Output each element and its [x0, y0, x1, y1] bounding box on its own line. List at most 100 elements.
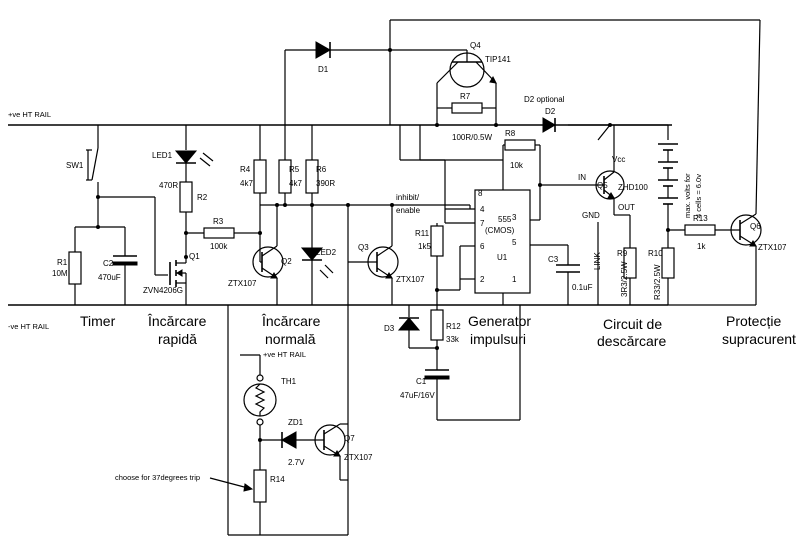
- r8-resistor: [504, 139, 536, 151]
- r14-resistor: [253, 469, 267, 503]
- r2-resistor: [179, 181, 193, 213]
- negative-rail-label: -ve HT RAIL: [8, 322, 49, 331]
- svg-text:R10: R10: [648, 249, 663, 258]
- svg-text:4: 4: [480, 205, 485, 214]
- r11-resistor: [430, 225, 444, 257]
- d1-diode: [315, 41, 332, 59]
- svg-text:ZTX107: ZTX107: [344, 453, 373, 462]
- svg-text:4k7: 4k7: [289, 179, 302, 188]
- svg-text:OUT: OUT: [618, 203, 635, 212]
- svg-text:7: 7: [480, 219, 485, 228]
- svg-text:U1: U1: [497, 253, 508, 262]
- svg-text:TH1: TH1: [281, 377, 297, 386]
- svg-text:Q4: Q4: [470, 41, 481, 50]
- svg-text:100R/0.5W: 100R/0.5W: [452, 133, 492, 142]
- svg-text:10k: 10k: [510, 161, 524, 170]
- d2-diode: [542, 117, 556, 133]
- svg-text:LED2: LED2: [316, 248, 337, 257]
- generator-title-2: impulsuri: [470, 331, 526, 347]
- svg-text:D2 optional: D2 optional: [524, 95, 565, 104]
- zd1-zener: [280, 431, 297, 449]
- svg-text:ZTX107: ZTX107: [228, 279, 257, 288]
- svg-text:enable: enable: [396, 206, 421, 215]
- r12-resistor: [430, 309, 444, 341]
- r1-resistor: [68, 251, 82, 285]
- generator-title-1: Generator: [468, 313, 531, 329]
- svg-text:R1: R1: [57, 258, 68, 267]
- svg-text:3: 3: [512, 213, 517, 222]
- discharge-title-2: descărcare: [597, 333, 666, 349]
- r13-resistor: [684, 224, 716, 236]
- svg-text:D2: D2: [545, 107, 556, 116]
- svg-text:C2: C2: [103, 259, 114, 268]
- q6-transistor: [730, 214, 762, 246]
- c1-capacitor: [424, 375, 450, 380]
- svg-text:inhibit/: inhibit/: [396, 193, 420, 202]
- svg-text:choose for 37degrees trip: choose for 37degrees trip: [115, 473, 200, 482]
- svg-text:R3: R3: [213, 217, 224, 226]
- svg-text:R6: R6: [316, 165, 327, 174]
- r10-resistor: [661, 247, 675, 279]
- c2-capacitor: [112, 261, 138, 266]
- link-label: LINK: [593, 252, 602, 270]
- svg-text:R5: R5: [289, 165, 300, 174]
- fast-title-1: Încărcare: [147, 313, 207, 329]
- svg-text:10M: 10M: [52, 269, 68, 278]
- svg-text:4 cells = 6.0v: 4 cells = 6.0v: [694, 174, 703, 218]
- svg-text:+ve HT RAIL: +ve HT RAIL: [263, 350, 306, 359]
- svg-text:Q2: Q2: [281, 257, 292, 266]
- svg-text:D1: D1: [318, 65, 329, 74]
- svg-text:Vcc: Vcc: [612, 155, 625, 164]
- r3-resistor: [203, 227, 235, 239]
- protection-title-2: supracurent: [722, 331, 796, 347]
- svg-text:Q7: Q7: [344, 434, 355, 443]
- svg-text:R11: R11: [415, 229, 430, 238]
- svg-text:R7: R7: [460, 92, 471, 101]
- q2-transistor: [252, 246, 284, 278]
- svg-text:555: 555: [498, 215, 512, 224]
- svg-text:R12: R12: [446, 322, 461, 331]
- normal-title-2: normală: [265, 331, 316, 347]
- protection-title-1: Protecție: [726, 313, 781, 329]
- svg-text:470uF: 470uF: [98, 273, 121, 282]
- led1-diode: [174, 150, 198, 164]
- svg-text:R2: R2: [197, 193, 208, 202]
- svg-text:R13: R13: [693, 214, 708, 223]
- svg-text:47uF/16V: 47uF/16V: [400, 391, 435, 400]
- svg-text:ZHD100: ZHD100: [618, 183, 648, 192]
- svg-text:IN: IN: [578, 173, 586, 182]
- svg-text:6: 6: [480, 242, 485, 251]
- svg-text:4k7: 4k7: [240, 179, 253, 188]
- svg-text:R14: R14: [270, 475, 285, 484]
- svg-text:2: 2: [480, 275, 485, 284]
- svg-text:5: 5: [512, 238, 517, 247]
- svg-text:0.1uF: 0.1uF: [572, 283, 593, 292]
- c3-label: C3: [548, 255, 559, 264]
- svg-text:390R: 390R: [316, 179, 335, 188]
- r4-resistor: [253, 159, 267, 194]
- svg-text:Q5: Q5: [597, 181, 608, 190]
- svg-text:ZD1: ZD1: [288, 418, 304, 427]
- svg-text:470R: 470R: [159, 181, 178, 190]
- svg-text:D3: D3: [384, 324, 395, 333]
- positive-rail-label: +ve HT RAIL: [8, 110, 51, 119]
- svg-text:ZTX107: ZTX107: [758, 243, 787, 252]
- svg-text:C1: C1: [416, 377, 427, 386]
- d3-diode: [397, 317, 421, 331]
- fast-title-2: rapidă: [158, 331, 197, 347]
- svg-text:3R3/2.5W: 3R3/2.5W: [620, 261, 629, 297]
- svg-text:max. volts for: max. volts for: [683, 173, 692, 218]
- svg-text:ZTX107: ZTX107: [396, 275, 425, 284]
- svg-text:1k: 1k: [697, 242, 706, 251]
- svg-text:LED1: LED1: [152, 151, 173, 160]
- svg-text:R9: R9: [617, 249, 628, 258]
- svg-text:R8: R8: [505, 129, 516, 138]
- timer-title: Timer: [80, 313, 116, 329]
- svg-text:1: 1: [512, 275, 517, 284]
- svg-text:(CMOS): (CMOS): [485, 226, 515, 235]
- sw1-label: SW1: [66, 161, 84, 170]
- q7-transistor: [314, 424, 346, 456]
- discharge-title-1: Circuit de: [603, 316, 662, 332]
- svg-text:R33/2.5W: R33/2.5W: [653, 264, 662, 300]
